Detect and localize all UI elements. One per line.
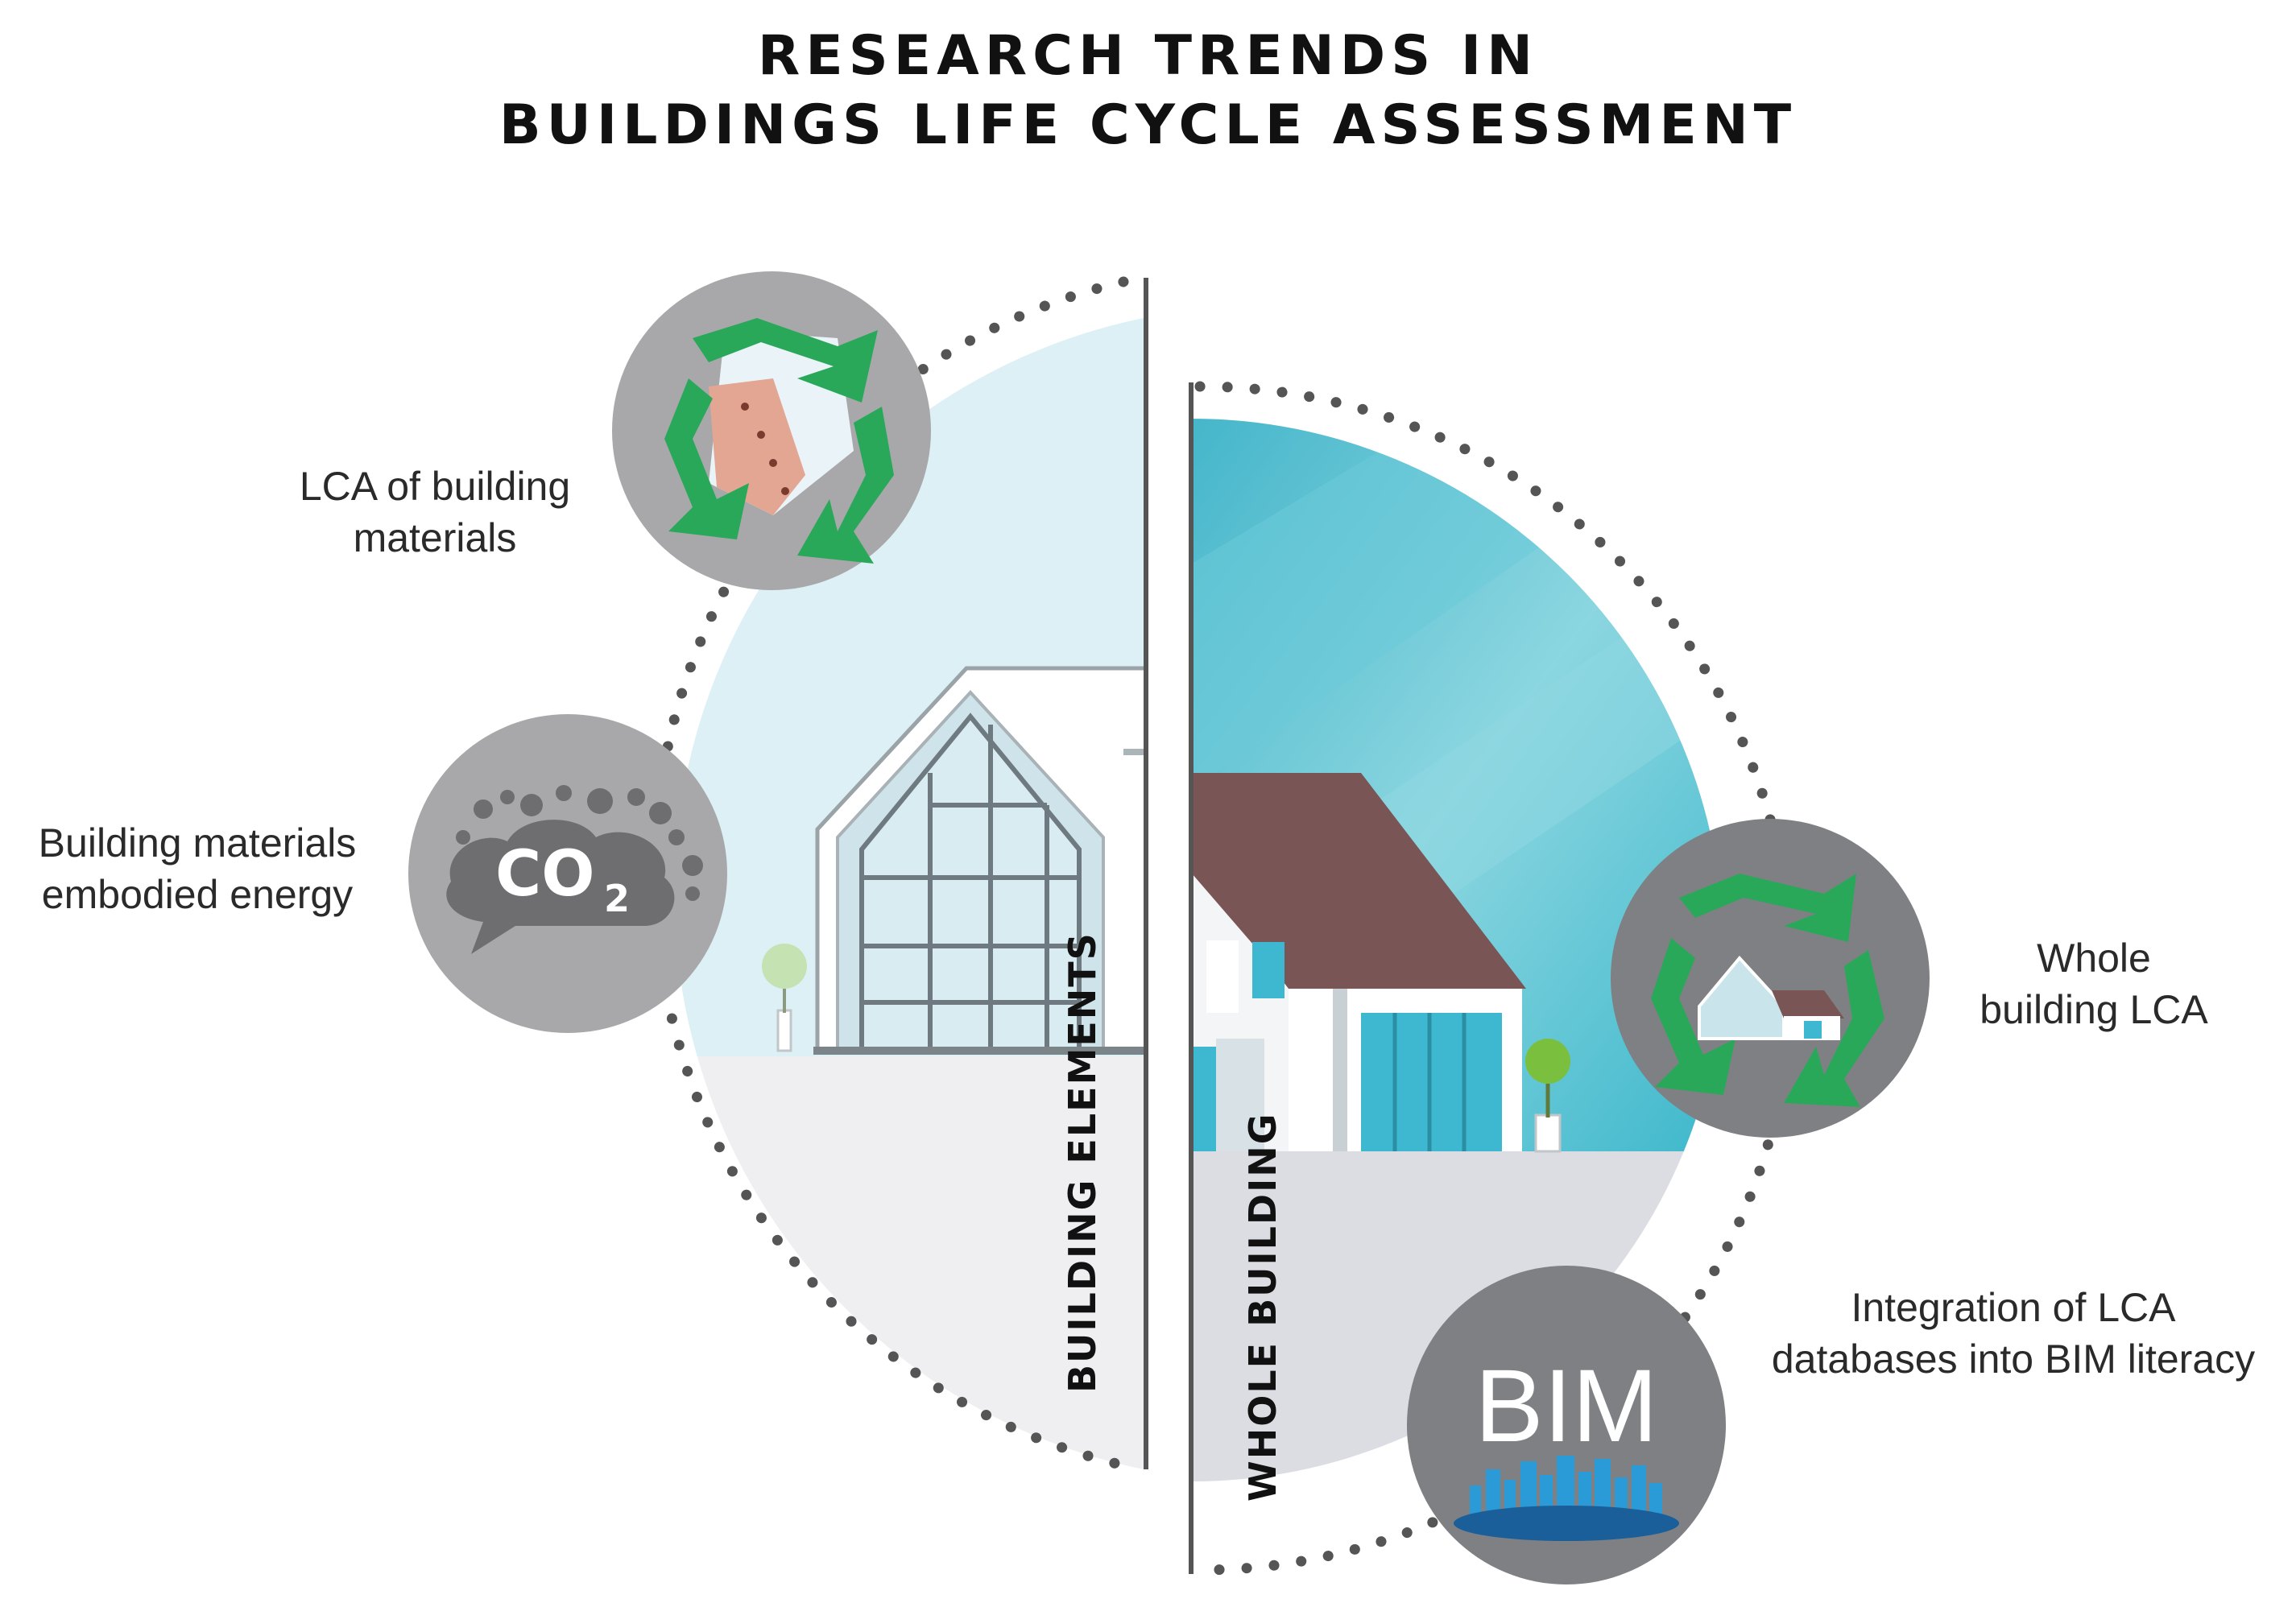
recycle-arrows-2	[1651, 874, 1884, 1107]
whole-building-lca-icon-group	[1611, 819, 1930, 1138]
lca-materials-label: LCA of building materials	[266, 461, 604, 564]
embodied-energy-icon-group: CO 2	[408, 714, 727, 1033]
co2-text: CO	[495, 838, 595, 911]
bim-text: BIM	[1475, 1349, 1658, 1464]
co2-particles	[456, 785, 703, 901]
whole-building-label: WHOLE BUILDING	[1241, 1113, 1285, 1502]
tree-right	[1525, 1039, 1570, 1153]
tree-left	[762, 944, 807, 1052]
embodied-energy-label: Building materials embodied energy	[0, 817, 395, 920]
title-line-2: BUILDINGS LIFE CYCLE ASSESSMENT	[499, 93, 1797, 157]
whole-building-lca-label: Whole building LCA	[1941, 932, 2247, 1035]
whole-building-lca-label-line2: building LCA	[1980, 987, 2208, 1032]
lca-materials-icon-group	[612, 271, 931, 590]
bim-integration-label: Integration of LCA databases into BIM li…	[1731, 1282, 2295, 1385]
glass-house-illustration	[813, 666, 1144, 1055]
bim-integration-icon-group: BIM	[1407, 1266, 1726, 1584]
whole-building-lca-label-line1: Whole	[2037, 936, 2151, 981]
house-illustration	[1192, 773, 1526, 1151]
lca-materials-label-line2: materials	[353, 515, 517, 560]
left-ground	[674, 1056, 1144, 1469]
title-line-1: RESEARCH TRENDS IN	[757, 24, 1539, 88]
lca-materials-label-line1: LCA of building	[299, 464, 571, 509]
embodied-energy-label-line1: Building materials	[38, 820, 357, 866]
embodied-energy-label-line2: embodied energy	[41, 872, 354, 917]
building-elements-label: BUILDING ELEMENTS	[1061, 932, 1104, 1393]
bim-integration-label-line1: Integration of LCA	[1851, 1285, 2176, 1330]
co2-subscript: 2	[604, 877, 630, 920]
left-dotted-arc	[649, 276, 1129, 1471]
recycle-arrows-1	[664, 318, 894, 564]
bim-integration-label-line2: databases into BIM literacy	[1771, 1337, 2256, 1382]
co2-cloud-shape	[446, 820, 675, 954]
mini-house-icon	[1698, 955, 1844, 1040]
